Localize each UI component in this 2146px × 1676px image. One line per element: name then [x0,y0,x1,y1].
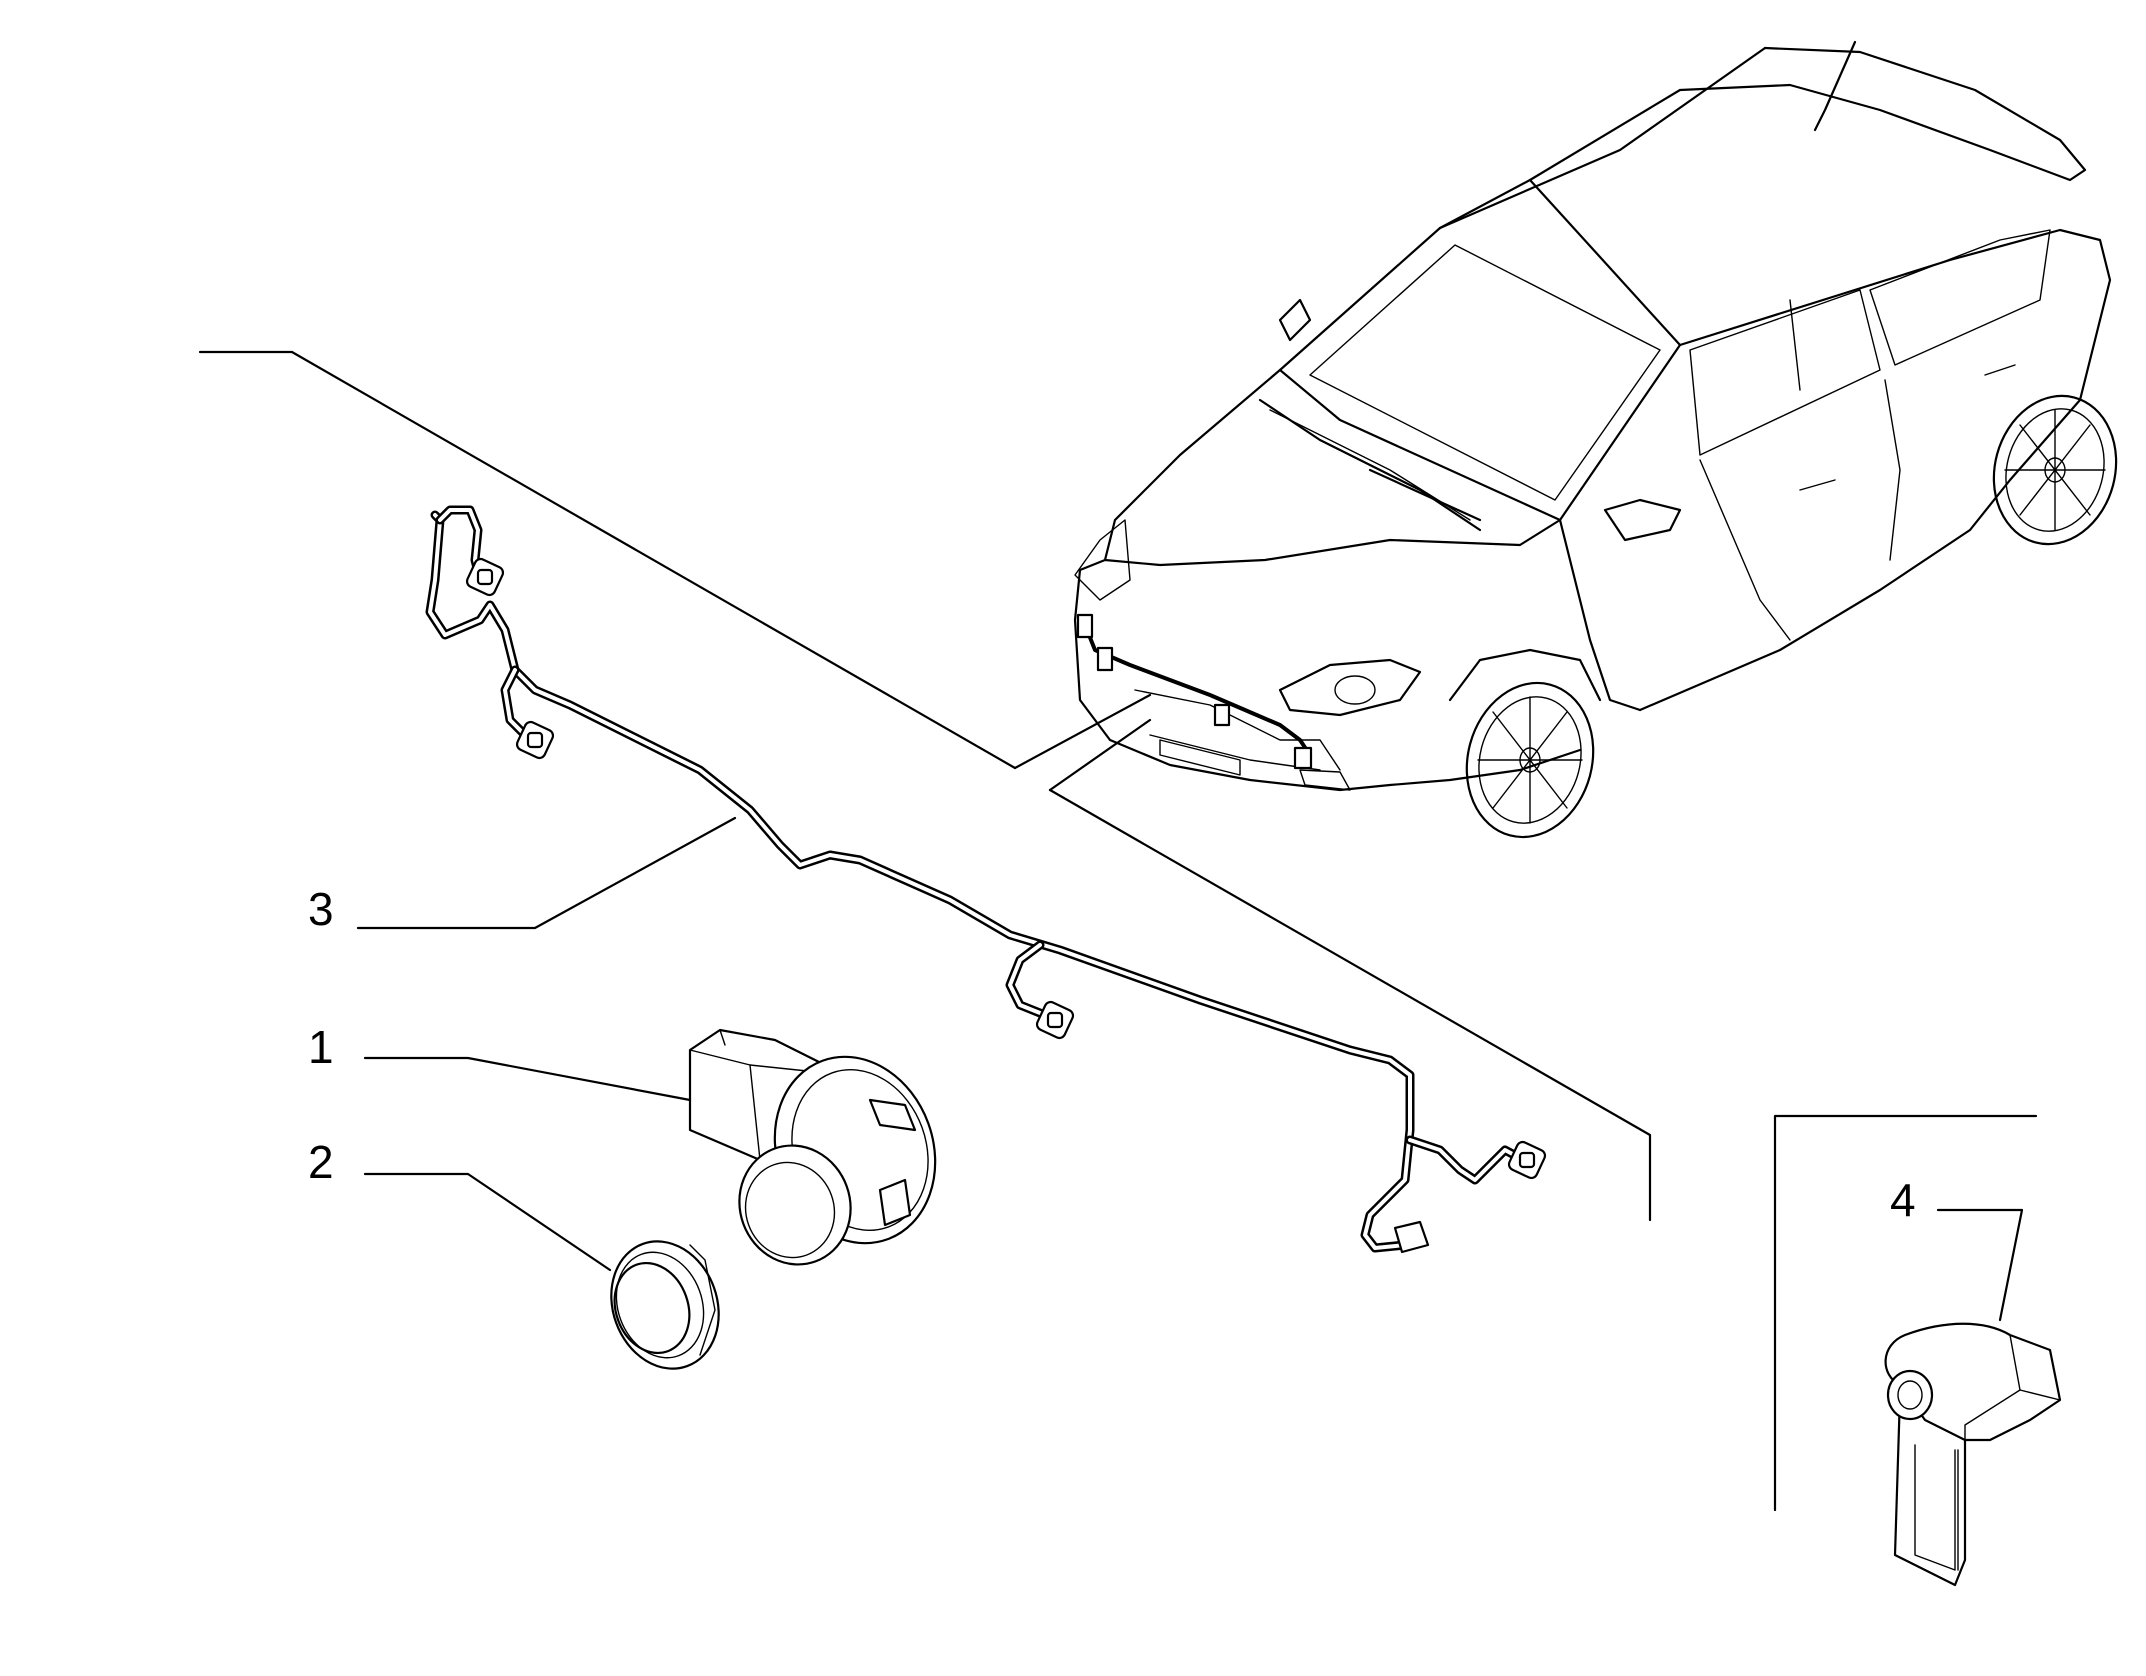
parking-sensor-part-1 [688,1028,937,1266]
wiring-harness-part-3 [425,505,1547,1254]
callout-4: 4 [1890,1174,2024,1322]
leader-line [1936,1208,2024,1322]
harness-connector [1035,1000,1075,1040]
callout-1: 1 [308,1021,692,1102]
callout-number: 1 [308,1021,334,1073]
harness-frame-lines [198,350,1652,1222]
callout-number: 2 [308,1136,334,1188]
harness-connector [1507,1140,1547,1180]
callout-number: 4 [1890,1174,1916,1226]
leader-line [363,1056,692,1102]
sensor-bracket-part-4 [1884,1322,2062,1587]
leader-line [363,1172,612,1272]
car-illustration [1073,40,2118,839]
harness-connector [465,557,505,597]
callout-3: 3 [308,816,737,935]
harness-end-clip [1393,1220,1430,1254]
part-4-frame [1773,1114,2038,1512]
callout-number: 3 [308,883,334,935]
sensor-ring-part-2 [610,1240,720,1370]
leader-line [356,816,737,930]
callout-2: 2 [308,1136,612,1272]
harness-connector [515,720,555,760]
